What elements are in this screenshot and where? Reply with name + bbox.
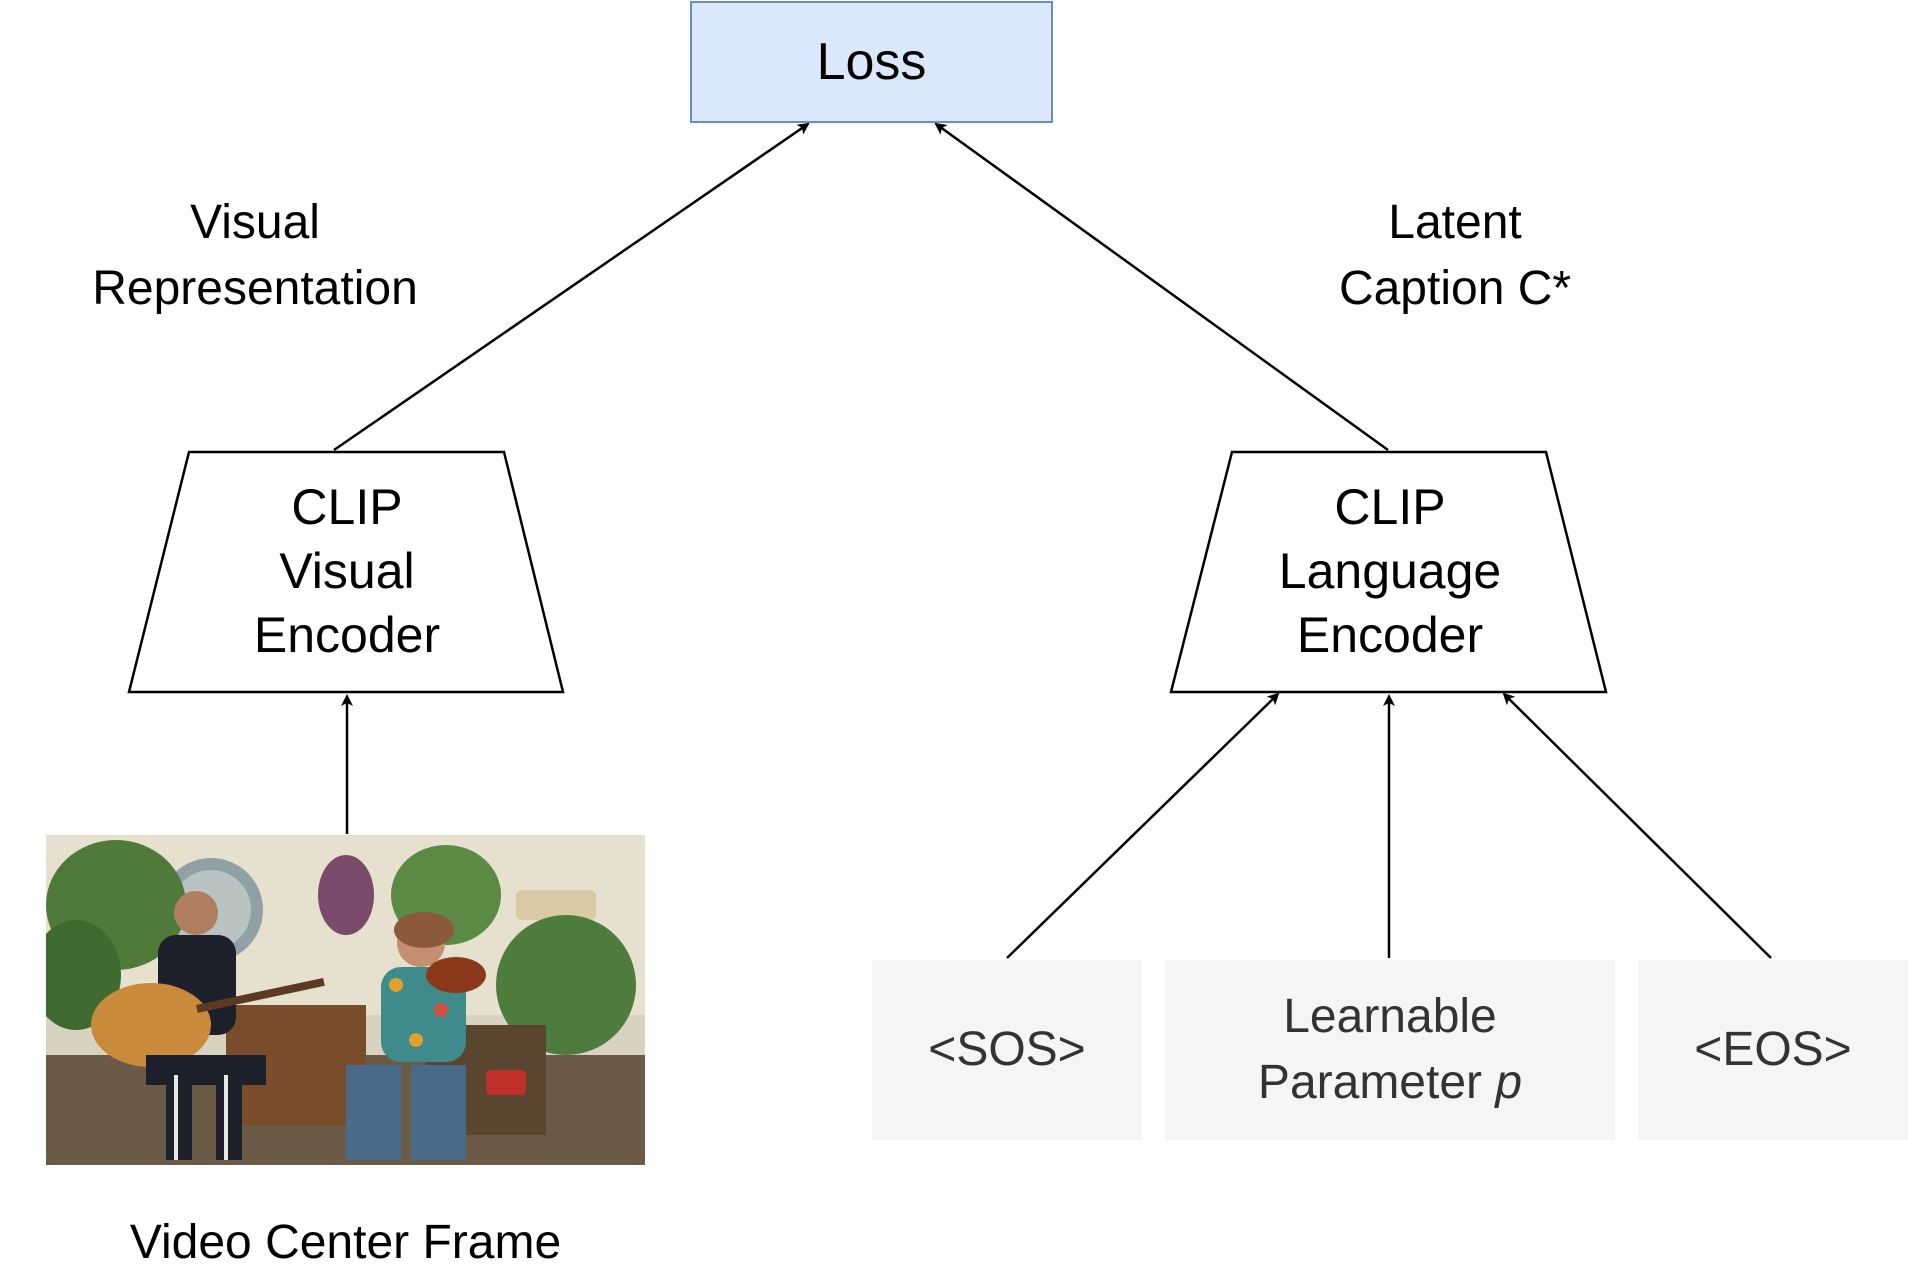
learnable-parameter-token: Learnable Parameter p (1165, 960, 1615, 1140)
visual-representation-label: Visual Representation (92, 196, 418, 315)
loss-box: Loss (690, 1, 1053, 123)
video-frame-illustration (46, 835, 645, 1165)
eos-token: <EOS> (1638, 960, 1908, 1140)
visual-encoder-label: CLIP Visual Encoder (253, 479, 441, 663)
arrow-sos-to-language-encoder (1006, 692, 1280, 959)
sos-token: <SOS> (872, 960, 1142, 1140)
arrow-eos-to-language-encoder (1502, 692, 1772, 959)
loss-label: Loss (816, 33, 927, 91)
visual-encoder-shape (127, 450, 565, 694)
language-encoder-label: CLIP Language Encoder (1278, 479, 1502, 663)
latent-caption-label: Latent Caption C* (1338, 196, 1572, 315)
arrow-language-encoder-to-loss (934, 122, 1389, 452)
parameter-symbol: p (1495, 1056, 1523, 1109)
video-center-frame-caption: Video Center Frame (129, 1216, 562, 1269)
arrow-visual-encoder-to-loss (333, 122, 810, 452)
language-encoder-shape (1169, 450, 1608, 694)
learnable-parameter-text: Learnable Parameter p (1257, 990, 1523, 1109)
video-center-frame-image (46, 835, 645, 1165)
